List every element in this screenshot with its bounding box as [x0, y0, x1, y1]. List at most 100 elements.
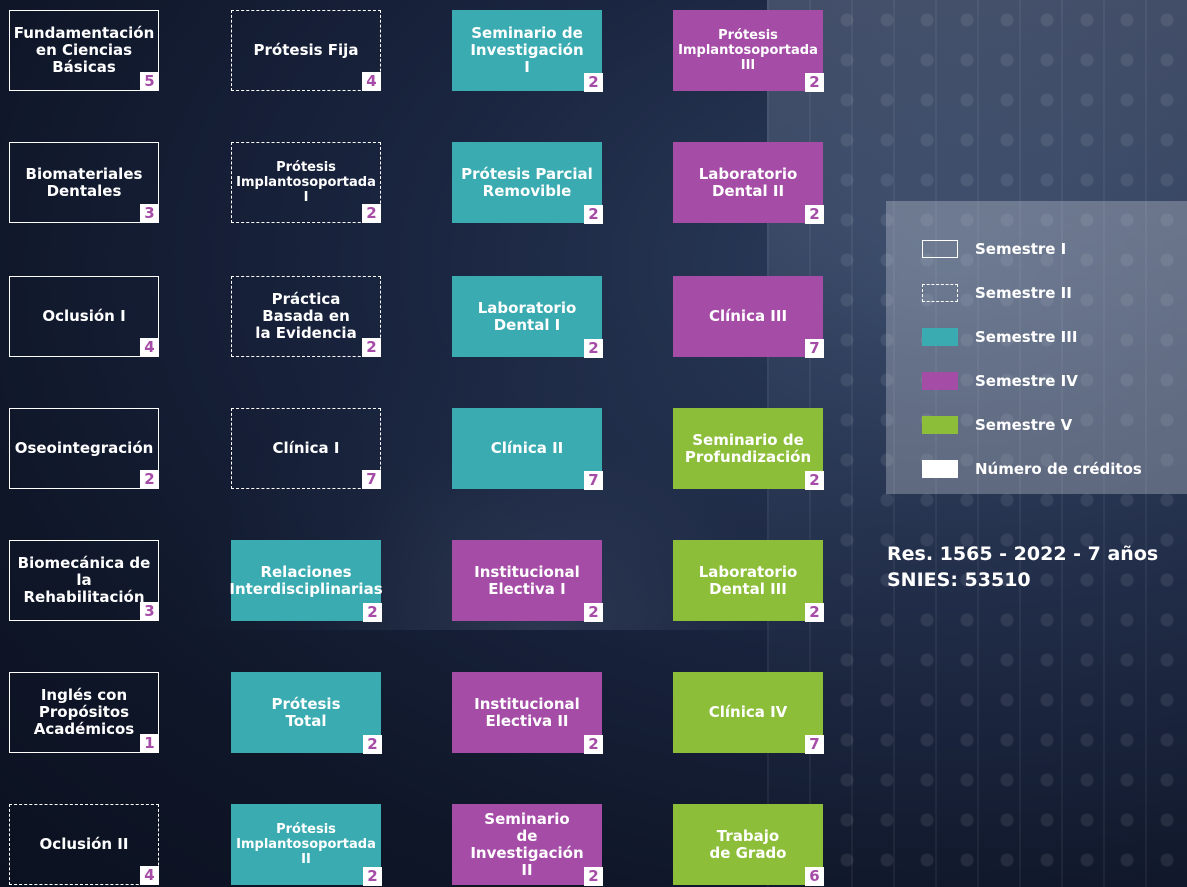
credits-badge: 2 [805, 205, 824, 224]
course-card: Oseointegración 2 [9, 408, 159, 489]
credits-badge: 2 [584, 205, 603, 224]
course-name: Institucional Electiva I [474, 562, 580, 598]
course-name: Prótesis Parcial Removible [461, 164, 593, 200]
legend-item: Semestre IV [886, 359, 1187, 403]
credits-badge: 2 [363, 867, 382, 886]
course-name: Relaciones Interdisciplinarias [229, 562, 383, 598]
credits-badge: 7 [362, 470, 381, 489]
course-name: Oclusión II [39, 835, 129, 853]
credits-badge: 4 [140, 866, 159, 885]
credits-badge: 2 [363, 735, 382, 754]
credits-badge: 2 [584, 73, 603, 92]
course-name: Prótesis Implantosoportada III [678, 28, 818, 73]
legend-label: Semestre V [975, 416, 1073, 434]
course-card: Clínica I 7 [231, 408, 381, 489]
legend-label: Semestre III [975, 328, 1078, 346]
course-name: Prótesis Total [271, 694, 341, 730]
accreditation-info: Res. 1565 - 2022 - 7 años SNIES: 53510 [887, 541, 1158, 593]
credits-badge: 4 [140, 338, 159, 357]
legend-item: Semestre II [886, 271, 1187, 315]
course-name: Laboratorio Dental III [698, 562, 798, 598]
course-card: Relaciones Interdisciplinarias 2 [229, 540, 383, 622]
credits-badge: 2 [140, 470, 159, 489]
resolution-text: Res. 1565 - 2022 - 7 años [887, 543, 1159, 565]
credits-badge: 2 [584, 339, 603, 358]
legend-label: Semestre IV [975, 372, 1078, 390]
semestre-v-swatch-icon [922, 416, 958, 434]
credits-badge: 3 [140, 602, 159, 621]
course-name: Biomecánica de la Rehabilitación [17, 554, 151, 606]
course-card: Biomateriales Dentales 3 [9, 142, 159, 223]
course-card: Oclusión I 4 [9, 276, 159, 357]
course-card: Laboratorio Dental I 2 [452, 276, 603, 358]
credits-badge: 7 [805, 735, 824, 754]
semestre-ii-swatch-icon [922, 284, 958, 302]
course-name: Inglés con Propósitos Académicos [33, 686, 135, 738]
legend-label: Semestre II [975, 284, 1072, 302]
credits-badge: 2 [584, 735, 603, 754]
course-name: Clínica II [490, 439, 564, 457]
credits-badge: 2 [805, 603, 824, 622]
course-name: Prótesis Implantosoportada II [236, 822, 376, 867]
legend-item: Número de créditos [886, 447, 1187, 491]
semester-legend: Semestre I Semestre II Semestre III Seme… [886, 201, 1187, 494]
course-name: Clínica IV [708, 703, 788, 721]
course-name: Oclusión I [42, 307, 126, 325]
course-name: Práctica Basada en la Evidencia [255, 290, 357, 342]
course-card: Laboratorio Dental II 2 [673, 142, 824, 224]
course-card: Clínica IV 7 [673, 672, 824, 754]
legend-item: Semestre I [886, 227, 1187, 271]
credits-badge: 3 [140, 204, 159, 223]
course-name: Oseointegración [14, 439, 154, 457]
semestre-iii-swatch-icon [922, 328, 958, 346]
course-name: Prótesis Implantosoportada I [236, 160, 376, 205]
credits-badge: 5 [140, 72, 159, 91]
semestre-iv-swatch-icon [922, 372, 958, 390]
course-card: Laboratorio Dental III 2 [673, 540, 824, 622]
credits-badge: 6 [805, 867, 824, 886]
credits-swatch-icon [922, 460, 958, 478]
course-name: Laboratorio Dental II [698, 164, 798, 200]
credits-badge: 2 [584, 603, 603, 622]
course-name: Laboratorio Dental I [477, 298, 577, 334]
legend-item: Semestre III [886, 315, 1187, 359]
course-card: Inglés con Propósitos Académicos 1 [9, 672, 159, 753]
course-name: Seminario de Investigación II [470, 809, 584, 879]
course-name: Fundamentación en Ciencias Básicas [13, 24, 155, 76]
credits-badge: 7 [805, 339, 824, 358]
legend-label: Semestre I [975, 240, 1067, 258]
credits-badge: 2 [363, 603, 382, 622]
credits-badge: 7 [584, 471, 603, 490]
credits-badge: 2 [805, 73, 824, 92]
credits-badge: 1 [140, 734, 159, 753]
course-name: Seminario de Investigación I [470, 24, 584, 76]
credits-badge: 2 [805, 471, 824, 490]
course-card: Trabajo de Grado 6 [673, 804, 824, 886]
credits-badge: 4 [362, 72, 381, 91]
legend-item: Semestre V [886, 403, 1187, 447]
course-name: Biomateriales Dentales [25, 164, 143, 200]
credits-badge: 2 [584, 867, 603, 886]
course-name: Clínica I [272, 439, 340, 457]
legend-label: Número de créditos [975, 460, 1142, 478]
course-card: Clínica II 7 [452, 408, 603, 490]
course-card: Oclusión II 4 [9, 804, 159, 885]
course-name: Prótesis Fija [253, 41, 359, 59]
semestre-i-swatch-icon [922, 240, 958, 258]
course-name: Trabajo de Grado [709, 826, 787, 862]
credits-badge: 2 [362, 204, 381, 223]
course-card: Prótesis Total 2 [231, 672, 382, 754]
